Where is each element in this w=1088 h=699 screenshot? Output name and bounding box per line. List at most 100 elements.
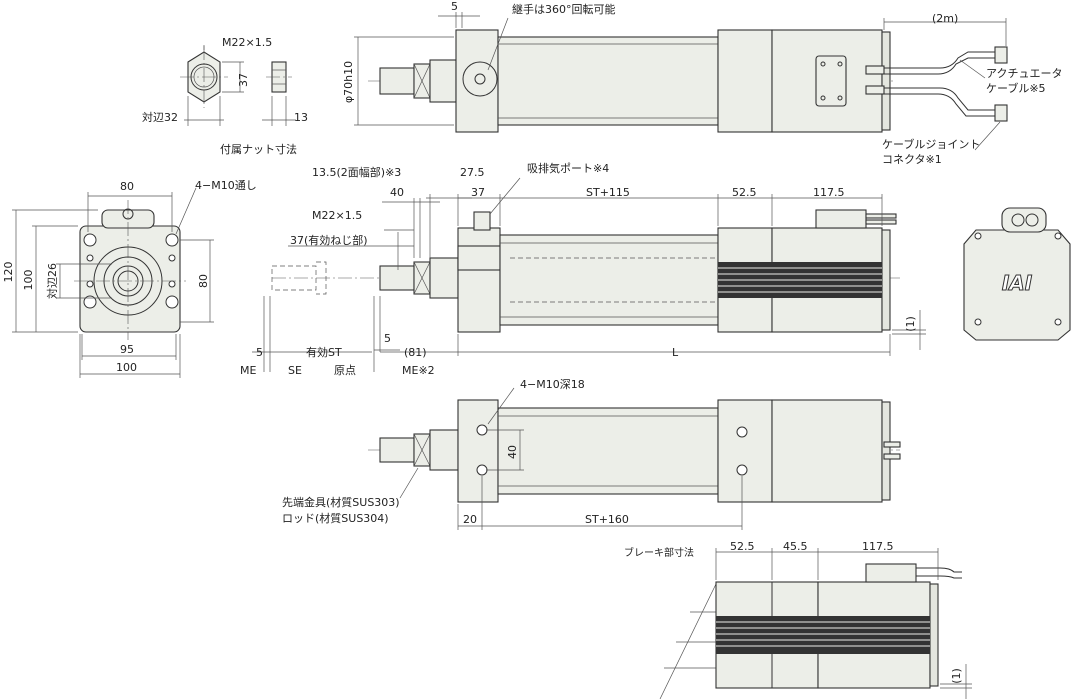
motor-endcap	[881, 31, 891, 131]
cable-connector-1	[994, 46, 1008, 64]
nut-caption: 付属ナット寸法	[220, 142, 297, 156]
nut-thickness-label: 13	[294, 111, 308, 124]
rod-end-label: 先端金具(材質SUS303)	[282, 495, 400, 509]
bottom-hole-2	[476, 464, 488, 476]
flange-dim-80-right: 80	[197, 274, 210, 288]
rotate-note: 継手は360°回転可能	[512, 2, 616, 16]
end-view-body	[963, 229, 1071, 341]
nut-height-label: 37	[237, 73, 250, 87]
side-cable-1	[865, 213, 897, 219]
swivel-joint	[462, 61, 498, 97]
nut-detail: M22×1.5 37 対辺32 13 付属ナット寸法	[142, 36, 308, 156]
side-motor-endcap	[881, 229, 891, 331]
flange-dim-120: 120	[2, 262, 15, 283]
bottom-holes-label: 4−M10深18	[520, 378, 585, 391]
brake-endcap	[929, 583, 939, 687]
flange-dim-95: 95	[120, 343, 134, 356]
top-view: 5 継手は360°回転可能 φ70h10 (2m) アクチュエータ ケーブル※5…	[342, 0, 1062, 166]
bottom-motor-housing	[771, 399, 883, 503]
bottom-dim-20: 20	[463, 513, 477, 526]
side-front-flange	[457, 227, 501, 333]
bottom-motor-endcap	[881, 401, 891, 501]
port-label: 吸排気ポート※4	[527, 161, 609, 175]
brake-caption: ブレーキ部寸法	[624, 546, 694, 559]
rod-end	[379, 67, 415, 95]
bottom-rod-collar	[429, 429, 459, 471]
brake-dim-52-5: 52.5	[730, 540, 755, 553]
dim-L: L	[672, 346, 679, 359]
dim-5-me: 5	[256, 346, 263, 359]
top-dim-5: 5	[451, 0, 458, 13]
front-flange	[455, 29, 499, 133]
dim-37: 37	[471, 186, 485, 199]
cable-exit-1	[865, 65, 885, 75]
side-flange-section	[457, 245, 501, 271]
motor-bracket	[717, 29, 773, 133]
cable-exit-2	[865, 85, 885, 95]
dim-81: (81)	[404, 346, 427, 359]
brake-view: ブレーキ部寸法 52.5 45.5 117.5 (1)	[624, 540, 972, 699]
brake-dim-1: (1)	[950, 668, 963, 684]
rod-phantom-me	[271, 265, 317, 291]
cable-joint-label-1: ケーブルジョイント	[882, 137, 980, 151]
diameter-label: φ70h10	[342, 61, 355, 103]
flange-view: 80 4−M10通し 120 100 対辺26 80 95 100	[2, 179, 257, 378]
motor-label-plate	[815, 55, 847, 107]
side-dim-1: (1)	[904, 316, 917, 332]
me-label: ME	[240, 364, 256, 377]
side-rod-end	[379, 265, 415, 291]
dim-st115: ST+115	[586, 186, 630, 199]
cable-length-label: (2m)	[932, 12, 958, 25]
nut-across-flats-label: 対辺32	[142, 110, 178, 124]
flange-dim-80-top: 80	[120, 180, 134, 193]
cable-joint-label-2: コネクタ※1	[882, 153, 942, 166]
actuator-cable-2	[884, 87, 995, 111]
me2-label: ME※2	[402, 364, 435, 377]
bottom-front-flange	[457, 399, 499, 503]
se-label: SE	[288, 364, 302, 377]
bottom-hole-1	[476, 424, 488, 436]
side-view: 13.5(2面幅部)※3 27.5 吸排気ポート※4 40 37 ST+115 …	[240, 161, 926, 377]
side-connector-box	[815, 209, 867, 229]
dim-27-5: 27.5	[460, 166, 485, 179]
nut-thread-label: M22×1.5	[222, 36, 272, 49]
bottom-motor-bracket	[717, 399, 773, 503]
actuator-cable-1	[884, 51, 995, 69]
end-view: IAI	[963, 207, 1071, 341]
bottom-rod-end	[379, 437, 415, 463]
bottom-hole-3	[736, 426, 748, 438]
side-cylinder-tube	[499, 234, 719, 326]
flange-hole-4	[165, 295, 179, 309]
bottom-view: 4−M10深18 40 先端金具(材質SUS303) ロッド(材質SUS304)…	[282, 378, 901, 530]
actuator-cable-label-1: アクチュエータ	[986, 67, 1062, 80]
dim-5-origin: 5	[384, 332, 391, 345]
dim-52-5: 52.5	[732, 186, 757, 199]
brake-dim-117-5: 117.5	[862, 540, 894, 553]
flange-hole-2	[165, 233, 179, 247]
flange-holes-label: 4−M10通し	[195, 179, 257, 192]
flange-dim-100: 100	[22, 270, 35, 291]
brake-cable	[916, 567, 962, 573]
dim-13-5: 13.5(2面幅部)※3	[312, 165, 401, 179]
dim-40: 40	[390, 186, 404, 199]
iai-logo: IAI	[1002, 271, 1033, 295]
cylinder-tube	[497, 36, 719, 126]
side-rod-collar	[429, 257, 459, 299]
actuator-cable-label-2: ケーブル※5	[986, 81, 1046, 95]
bottom-hole-4	[736, 464, 748, 476]
brake-connector-box	[865, 563, 917, 583]
flange-hole-3	[83, 295, 97, 309]
rod-collar	[429, 59, 457, 103]
flange-dim-100-bottom: 100	[116, 361, 137, 374]
side-thread-label: M22×1.5	[312, 209, 362, 222]
bottom-cylinder-tube	[497, 407, 719, 495]
dim-117-5: 117.5	[813, 186, 845, 199]
flange-across-26: 対辺26	[45, 263, 59, 299]
origin-label: 原点	[334, 364, 356, 377]
effective-stroke: 有効ST	[306, 345, 342, 359]
thread-length-label: 37(有効ねじ部)	[290, 233, 368, 247]
side-cable-2	[865, 219, 897, 225]
brake-dim-45-5: 45.5	[783, 540, 808, 553]
flange-hole-1	[83, 233, 97, 247]
